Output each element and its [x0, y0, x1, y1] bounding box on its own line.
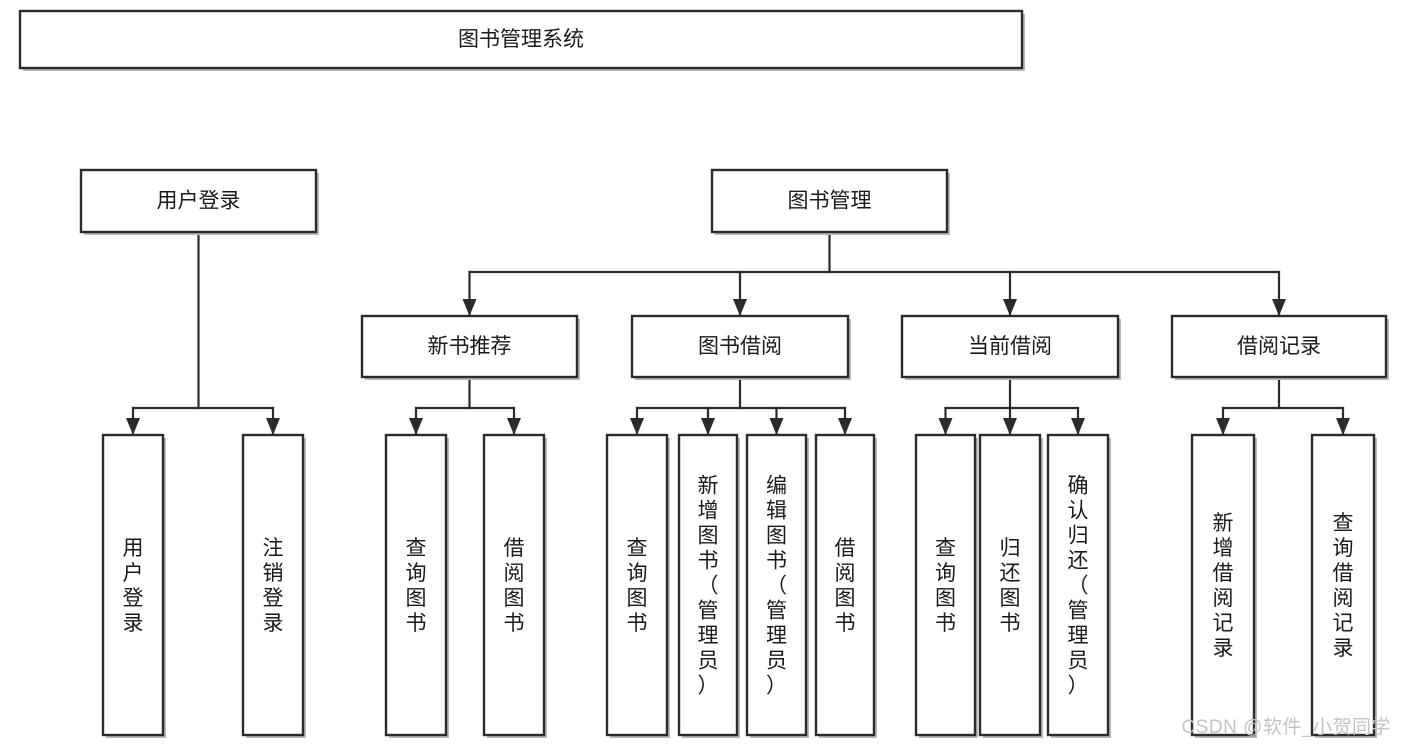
node-rect[interactable] — [677, 433, 739, 737]
node-rect[interactable] — [1170, 314, 1388, 379]
arrow-head-icon — [630, 418, 644, 435]
node-borrow-record[interactable]: 借阅记录 — [1170, 314, 1389, 380]
node-label: 查询图书 — [406, 537, 427, 635]
node-book-management[interactable]: 图书管理 — [710, 168, 950, 235]
node-rect[interactable] — [1310, 433, 1376, 737]
node-leaf-query-book-3[interactable]: 查询图书 — [914, 433, 978, 738]
arrow-head-icon — [838, 418, 852, 435]
node-label: 图书管理系统 — [458, 28, 584, 51]
node-label: 归还图书 — [1000, 537, 1021, 635]
node-rect[interactable] — [630, 314, 850, 379]
node-rect[interactable] — [710, 168, 949, 234]
node-rect[interactable] — [605, 433, 669, 737]
arrow-head-icon — [507, 418, 521, 435]
node-leaf-return-book[interactable]: 归还图书 — [978, 433, 1043, 738]
arrow-head-icon — [126, 418, 140, 435]
node-book-borrow[interactable]: 图书借阅 — [630, 314, 851, 380]
node-leaf-user-logout[interactable]: 注销登录 — [241, 433, 306, 738]
arrow-head-icon — [409, 418, 423, 435]
node-rect[interactable] — [1190, 433, 1256, 737]
node-label: 查询图书 — [935, 537, 956, 635]
node-leaf-add-record[interactable]: 新增借阅记录 — [1190, 433, 1257, 738]
csdn-watermark: CSDN @软件_小贺同学 — [1181, 717, 1391, 738]
node-leaf-borrow-book-2[interactable]: 借阅图书 — [814, 433, 877, 738]
node-layer: 图书管理系统用户登录图书管理新书推荐图书借阅当前借阅借阅记录用户登录注销登录查询… — [18, 9, 1389, 738]
arrow-head-icon — [1003, 299, 1017, 316]
node-label: 新增图书（管理员） — [698, 475, 719, 698]
node-rect[interactable] — [384, 433, 448, 737]
node-rect[interactable] — [101, 433, 165, 737]
node-label: 图书管理 — [788, 190, 872, 213]
node-rect[interactable] — [79, 168, 318, 234]
node-new-book-recommend[interactable]: 新书推荐 — [360, 314, 580, 380]
node-leaf-edit-book[interactable]: 编辑图书（管理员） — [745, 433, 809, 738]
node-label: 用户登录 — [157, 190, 241, 213]
arrow-head-icon — [1003, 418, 1017, 435]
node-label: 借阅记录 — [1237, 335, 1321, 358]
node-label: 查询图书 — [627, 537, 648, 635]
node-label: 图书借阅 — [698, 335, 782, 358]
node-label: 借阅图书 — [504, 537, 525, 635]
node-leaf-query-record[interactable]: 查询借阅记录 — [1310, 433, 1377, 738]
node-rect[interactable] — [745, 433, 808, 737]
node-label: 新书推荐 — [428, 335, 512, 358]
node-leaf-query-book-1[interactable]: 查询图书 — [384, 433, 449, 738]
arrow-head-icon — [266, 418, 280, 435]
arrow-head-icon — [938, 418, 953, 435]
node-rect[interactable] — [978, 433, 1042, 737]
node-rect[interactable] — [814, 433, 876, 737]
node-rect[interactable] — [241, 433, 305, 737]
node-rect[interactable] — [482, 433, 546, 737]
node-label: 注销登录 — [263, 537, 284, 635]
node-root[interactable]: 图书管理系统 — [18, 9, 1025, 71]
node-rect[interactable] — [900, 314, 1120, 379]
node-user-login[interactable]: 用户登录 — [79, 168, 319, 235]
node-label: 借阅图书 — [835, 537, 856, 635]
arrow-head-icon — [769, 418, 784, 435]
node-leaf-confirm-return[interactable]: 确认归还（管理员） — [1046, 433, 1111, 738]
node-rect[interactable] — [18, 9, 1024, 70]
arrow-head-icon — [701, 418, 715, 435]
arrow-head-icon — [1216, 418, 1230, 435]
node-label: 编辑图书（管理员） — [766, 475, 787, 698]
arrow-head-icon — [462, 299, 477, 316]
node-leaf-user-login[interactable]: 用户登录 — [101, 433, 166, 738]
node-rect[interactable] — [360, 314, 579, 379]
node-leaf-query-book-2[interactable]: 查询图书 — [605, 433, 670, 738]
arrow-head-icon — [1336, 418, 1350, 435]
node-label: 新增借阅记录 — [1213, 512, 1234, 660]
node-label: 确认归还（管理员） — [1068, 475, 1089, 698]
node-label: 用户登录 — [123, 537, 144, 635]
connector-layer — [126, 230, 1350, 436]
node-label: 当前借阅 — [968, 335, 1052, 358]
node-rect[interactable] — [1046, 433, 1110, 737]
node-label: 查询借阅记录 — [1333, 512, 1354, 660]
arrow-head-icon — [733, 299, 747, 316]
node-leaf-add-book[interactable]: 新增图书（管理员） — [677, 433, 740, 738]
node-rect[interactable] — [914, 433, 977, 737]
arrow-head-icon — [1272, 299, 1286, 316]
node-leaf-borrow-book-1[interactable]: 借阅图书 — [482, 433, 547, 738]
node-current-borrow[interactable]: 当前借阅 — [900, 314, 1121, 380]
arrow-head-icon — [1071, 418, 1085, 435]
